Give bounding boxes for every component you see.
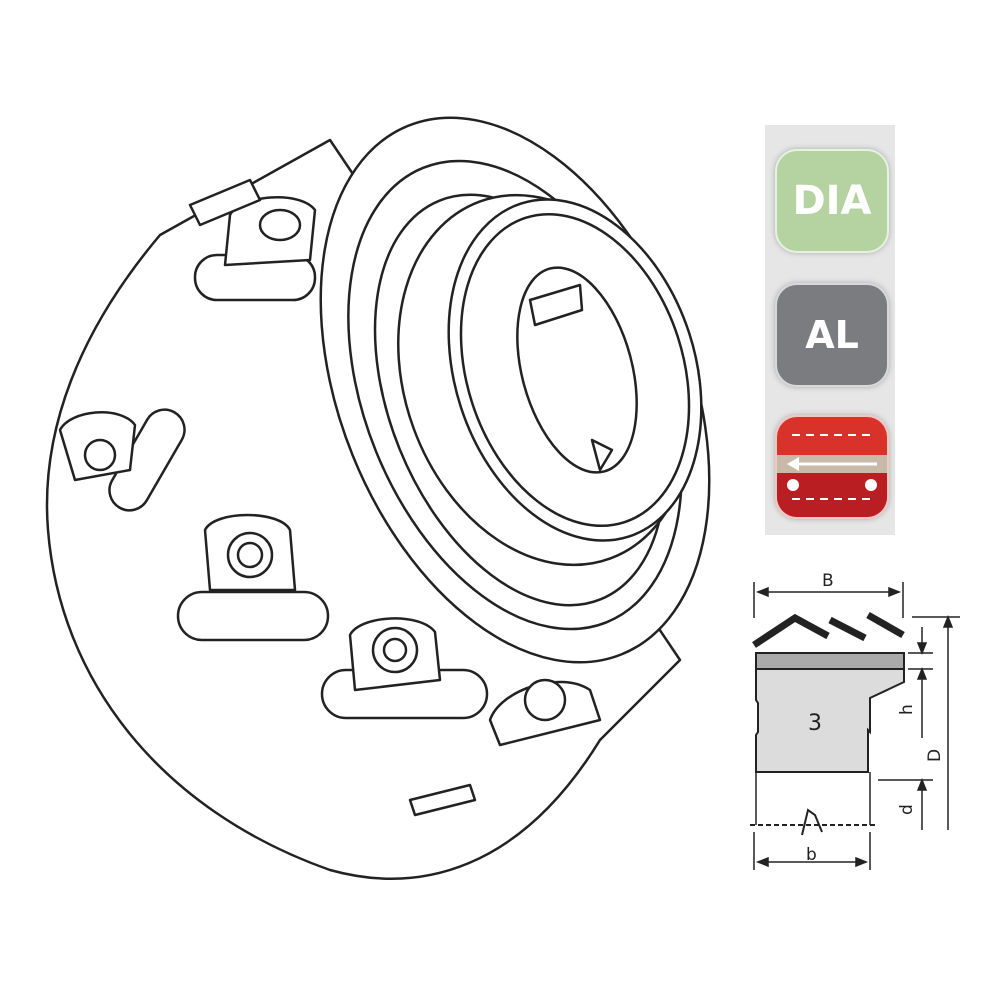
insert-pockets [58,178,602,817]
dim-label-D: D [925,749,945,762]
dim-label-h: h [897,704,917,715]
cutter-head-illustration [45,116,711,880]
dim-label-b: b [806,845,817,865]
part-number-label: 3 [808,711,822,736]
dim-label-d: d [897,804,917,815]
keyway [528,283,584,327]
dia-badge: DIA [775,149,889,253]
feature-badge-panel: DIA AL [765,125,895,535]
dim-label-B: B [822,571,834,591]
dimension-drawing: B 3 b h D d [750,571,960,870]
feed-direction-icon [777,417,887,517]
material-feed-badge [775,415,889,519]
al-badge: AL [775,283,889,387]
